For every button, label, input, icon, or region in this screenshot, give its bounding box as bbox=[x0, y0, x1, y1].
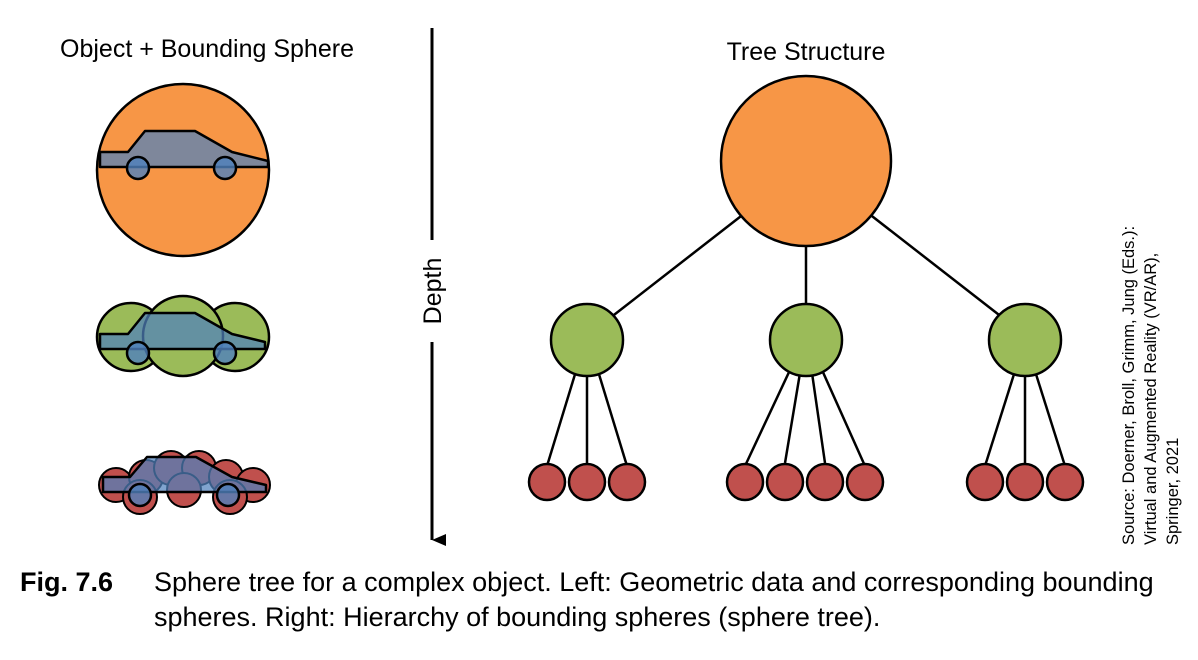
tree-root-node bbox=[719, 74, 893, 248]
sphere-tree-figure: Object + Bounding Sphere Depth bbox=[60, 28, 1182, 546]
depth-axis: Depth bbox=[419, 28, 447, 546]
car-level-0 bbox=[95, 82, 271, 258]
car-wheel bbox=[125, 155, 151, 181]
tree-leaf-node bbox=[805, 462, 845, 502]
source-line: Springer, 2021 bbox=[1164, 438, 1182, 545]
bounding-sphere-level-0 bbox=[95, 82, 271, 258]
source-line: Virtual and Augmented Reality (VR/AR), bbox=[1142, 253, 1160, 545]
tree-leaf-node bbox=[607, 462, 647, 502]
tree-leaf-node bbox=[567, 462, 607, 502]
tree-edge bbox=[810, 372, 827, 464]
car-level-1 bbox=[95, 294, 271, 378]
tree-leaf-node bbox=[1045, 462, 1085, 502]
car-wheel bbox=[215, 482, 241, 508]
tree-leaf-node bbox=[845, 462, 885, 502]
tree-child-node bbox=[549, 302, 625, 378]
figure-number: Fig. 7.6 bbox=[20, 567, 114, 597]
left-panel-title: Object + Bounding Sphere bbox=[60, 35, 354, 63]
car-wheel bbox=[212, 155, 238, 181]
tree-panel-title: Tree Structure bbox=[727, 38, 886, 66]
tree-leaf-node bbox=[725, 462, 765, 502]
tree-leaf-node bbox=[965, 462, 1005, 502]
depth-axis-label: Depth bbox=[419, 258, 447, 325]
tree-child-node bbox=[768, 302, 844, 378]
tree-child-node bbox=[987, 302, 1063, 378]
tree-edge bbox=[596, 370, 629, 467]
source-credit: Source: Doerner, Broll, Grimm, Jung (Eds… bbox=[1120, 226, 1182, 545]
car-body bbox=[98, 311, 267, 351]
tree-leaf-node bbox=[527, 462, 567, 502]
tree-edges bbox=[545, 212, 1067, 467]
tree-leaf-node bbox=[1005, 462, 1045, 502]
tree-edge bbox=[783, 372, 802, 464]
car-level-2 bbox=[98, 450, 271, 515]
tree-edge bbox=[820, 369, 867, 467]
caption-text: Sphere tree for a complex object. Left: … bbox=[154, 567, 1154, 632]
tree-leaf-node bbox=[765, 462, 805, 502]
car-wheel bbox=[127, 482, 153, 508]
tree-edge bbox=[743, 369, 792, 467]
tree-edge bbox=[1033, 370, 1067, 467]
tree-edge bbox=[545, 370, 578, 467]
tree-edge bbox=[983, 370, 1017, 467]
tree-edge bbox=[609, 212, 746, 319]
car-wheel bbox=[212, 340, 238, 366]
car-wheel bbox=[125, 340, 151, 366]
tree-edge bbox=[867, 212, 1004, 319]
source-line: Source: Doerner, Broll, Grimm, Jung (Eds… bbox=[1120, 226, 1138, 545]
